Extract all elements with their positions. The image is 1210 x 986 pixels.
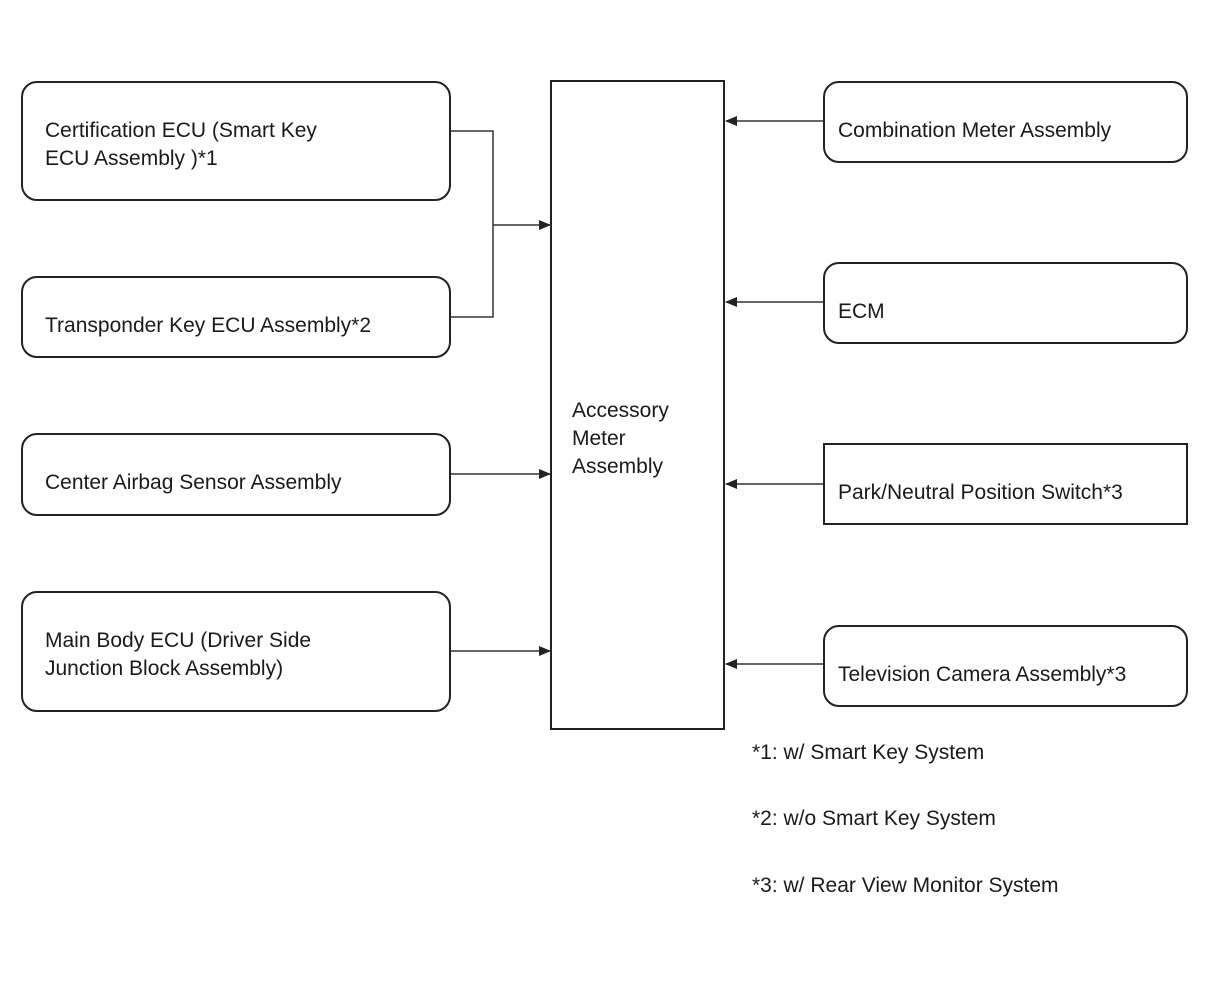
connector-transponder-key-ecu (450, 225, 494, 318)
television-camera-block: Television Camera Assembly*3 (823, 625, 1188, 707)
transponder-key-ecu-block: Transponder Key ECU Assembly*2 (21, 276, 451, 358)
certification-ecu-label: Certification ECU (Smart Key ECU Assembl… (45, 119, 317, 170)
accessory-meter-assembly-block: Accessory Meter Assembly (550, 80, 725, 730)
television-camera-label: Television Camera Assembly*3 (838, 663, 1127, 686)
park-neutral-switch-block: Park/Neutral Position Switch*3 (823, 443, 1188, 525)
main-body-ecu-block: Main Body ECU (Driver Side Junction Bloc… (21, 591, 451, 712)
main-body-ecu-label: Main Body ECU (Driver Side Junction Bloc… (45, 629, 312, 680)
park-neutral-switch-label: Park/Neutral Position Switch*3 (838, 481, 1123, 504)
combination-meter-block: Combination Meter Assembly (823, 81, 1188, 163)
center-airbag-sensor-block: Center Airbag Sensor Assembly (21, 433, 451, 516)
transponder-key-ecu-label: Transponder Key ECU Assembly*2 (45, 314, 372, 337)
footnote-2: *2: w/o Smart Key System (752, 807, 996, 830)
combination-meter-label: Combination Meter Assembly (838, 119, 1112, 142)
center-airbag-sensor-label: Center Airbag Sensor Assembly (45, 471, 342, 494)
footnote-1: *1: w/ Smart Key System (752, 741, 985, 764)
certification-ecu-block: Certification ECU (Smart Key ECU Assembl… (21, 81, 451, 201)
ecm-label: ECM (838, 300, 885, 323)
ecm-block: ECM (823, 262, 1188, 344)
footnote-3: *3: w/ Rear View Monitor System (752, 874, 1059, 897)
connector-certification-ecu (450, 130, 494, 225)
accessory-meter-assembly-label: Accessory Meter Assembly (572, 399, 669, 478)
